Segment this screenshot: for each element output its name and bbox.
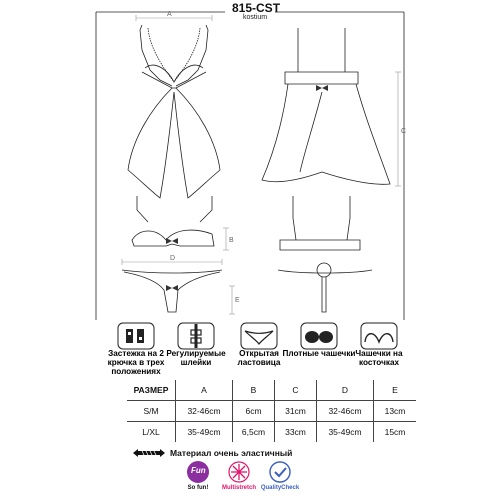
- feature-label-adjustable-straps: Регулируемые шлейки: [166, 349, 226, 367]
- qualitycheck-badge-icon: [269, 461, 291, 483]
- dim-label-a: A: [167, 11, 172, 18]
- feature-label-open-crotch: Открытая ластовица: [237, 349, 281, 367]
- badge-label-qualitycheck: QualityCheck: [260, 485, 300, 491]
- badge-label-so-fun: So fun!: [187, 485, 209, 491]
- material-text: Материал очень эластичный: [170, 448, 293, 458]
- feature-label-padded-cups: Плотные чашечки: [282, 349, 356, 358]
- hook-clasp-icon: [117, 322, 155, 350]
- subtitle: kostium: [243, 14, 268, 21]
- underwire-cups-icon: [360, 322, 398, 350]
- size-header-size: РАЗМЕР: [133, 385, 169, 395]
- size-header-d: D: [316, 380, 374, 401]
- table-row: L/XL 35-49cm 6,5cm 33cm 35-49cm 15cm: [127, 421, 416, 442]
- garment-drawings: A C B D E: [95, 11, 406, 320]
- feature-label-underwire-cups: Чашечки на косточках: [355, 349, 403, 367]
- badge-label-multistretch: Multistretch: [221, 485, 256, 491]
- size-header-b: B: [232, 380, 275, 401]
- size-cell: 15cm: [373, 421, 416, 442]
- size-table: РАЗМЕР A B C D E S/M 32-46cm 6cm 31cm 32…: [127, 380, 416, 442]
- size-header-a: A: [175, 380, 233, 401]
- size-cell: 35-49cm: [175, 421, 233, 442]
- elastic-arrows-icon: [133, 449, 165, 457]
- table-row: S/M 32-46cm 6cm 31cm 32-46cm 13cm: [127, 400, 416, 422]
- size-table-header: РАЗМЕР A B C D E: [127, 380, 416, 401]
- size-cell: 6,5cm: [232, 421, 275, 442]
- adjustable-strap-icon: [177, 322, 215, 350]
- size-header-c: C: [274, 380, 317, 401]
- size-cell: L/XL: [127, 421, 176, 442]
- dim-label-c: C: [401, 128, 406, 135]
- dim-label-d: D: [170, 255, 175, 262]
- size-cell: 31cm: [274, 400, 317, 422]
- feature-label-hook-clasp: Застежка на 2 крючка в трех положениях: [107, 349, 165, 376]
- size-cell: 6cm: [232, 400, 275, 422]
- size-cell: 35-49cm: [316, 421, 374, 442]
- multistretch-badge-icon: [228, 461, 250, 483]
- dim-label-e: E: [235, 297, 240, 304]
- dim-label-b: B: [229, 237, 234, 244]
- size-cell: 32-46cm: [316, 400, 374, 422]
- size-header-e: E: [373, 380, 416, 401]
- size-cell: 13cm: [373, 400, 416, 422]
- size-cell: 33cm: [274, 421, 317, 442]
- size-cell: 32-46cm: [175, 400, 233, 422]
- open-crotch-icon: [240, 322, 278, 350]
- size-cell: S/M: [127, 400, 176, 422]
- so-fun-badge-icon: Fun: [187, 461, 209, 483]
- so-fun-badge-text: Fun: [191, 466, 206, 475]
- padded-cups-icon: [300, 322, 338, 350]
- model-code: 815-CST: [232, 1, 281, 15]
